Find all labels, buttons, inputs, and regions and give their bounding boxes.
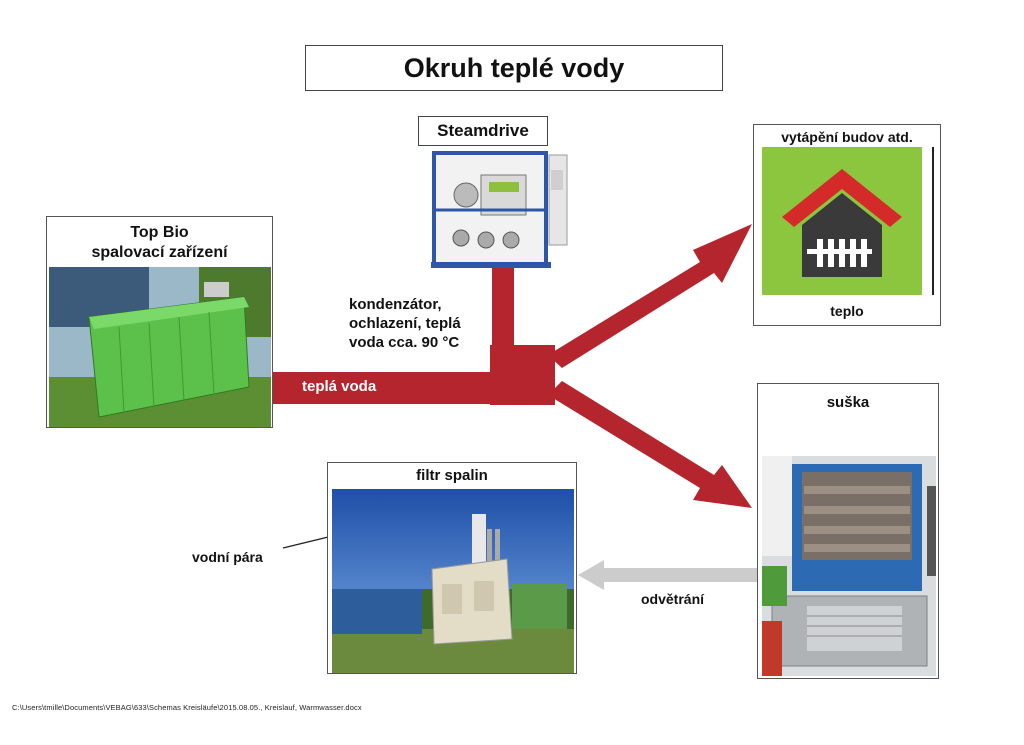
top-bio-panel: Top Bio spalovací zařízení <box>46 216 273 428</box>
footer-file-path: C:\Users\tmille\Documents\VEBAG\633\Sche… <box>12 703 362 712</box>
house-heating-icon <box>762 147 922 295</box>
heating-panel: vytápění budov atd. teplo <box>753 124 941 326</box>
title-box: Okruh teplé vody <box>305 45 723 91</box>
top-bio-line2: spalovací zařízení <box>91 244 228 261</box>
flue-filter-image <box>332 489 574 673</box>
steamdrive-label: Steamdrive <box>437 121 529 140</box>
dryer-title: suška <box>826 394 870 411</box>
water-vapor-label: vodní pára <box>192 549 263 565</box>
top-bio-line1: Top Bio <box>130 224 189 241</box>
heating-caption: teplo <box>830 303 864 319</box>
condenser-note-line3: voda cca. 90 °C <box>349 334 460 351</box>
arrow-to-dryer <box>548 381 752 508</box>
arrow-to-heating <box>548 224 752 368</box>
ventilation-arrow <box>578 560 757 590</box>
condenser-note-line2: ochlazení, teplá <box>349 315 461 332</box>
junction-node <box>490 345 555 405</box>
dryer-panel: suška <box>757 383 939 679</box>
top-bio-plant-image <box>49 267 271 427</box>
ventilation-label: odvětrání <box>641 591 705 607</box>
warm-water-pipe <box>273 372 533 404</box>
heating-side-bar <box>932 147 934 295</box>
warm-water-label: teplá voda <box>302 378 377 395</box>
condenser-note: kondenzátor, ochlazení, teplá voda cca. … <box>349 295 461 352</box>
diagram-title: Okruh teplé vody <box>403 53 625 83</box>
dryer-unit-image <box>762 456 936 676</box>
steamdrive-unit-image <box>431 150 571 270</box>
steamdrive-label-box: Steamdrive <box>418 116 548 146</box>
heating-title: vytápění budov atd. <box>781 129 913 145</box>
top-bio-title: Top Bio spalovací zařízení <box>47 223 272 263</box>
flue-filter-title: filtr spalin <box>416 467 488 484</box>
condenser-note-line1: kondenzátor, <box>349 296 442 313</box>
flue-filter-panel: filtr spalin <box>327 462 577 674</box>
